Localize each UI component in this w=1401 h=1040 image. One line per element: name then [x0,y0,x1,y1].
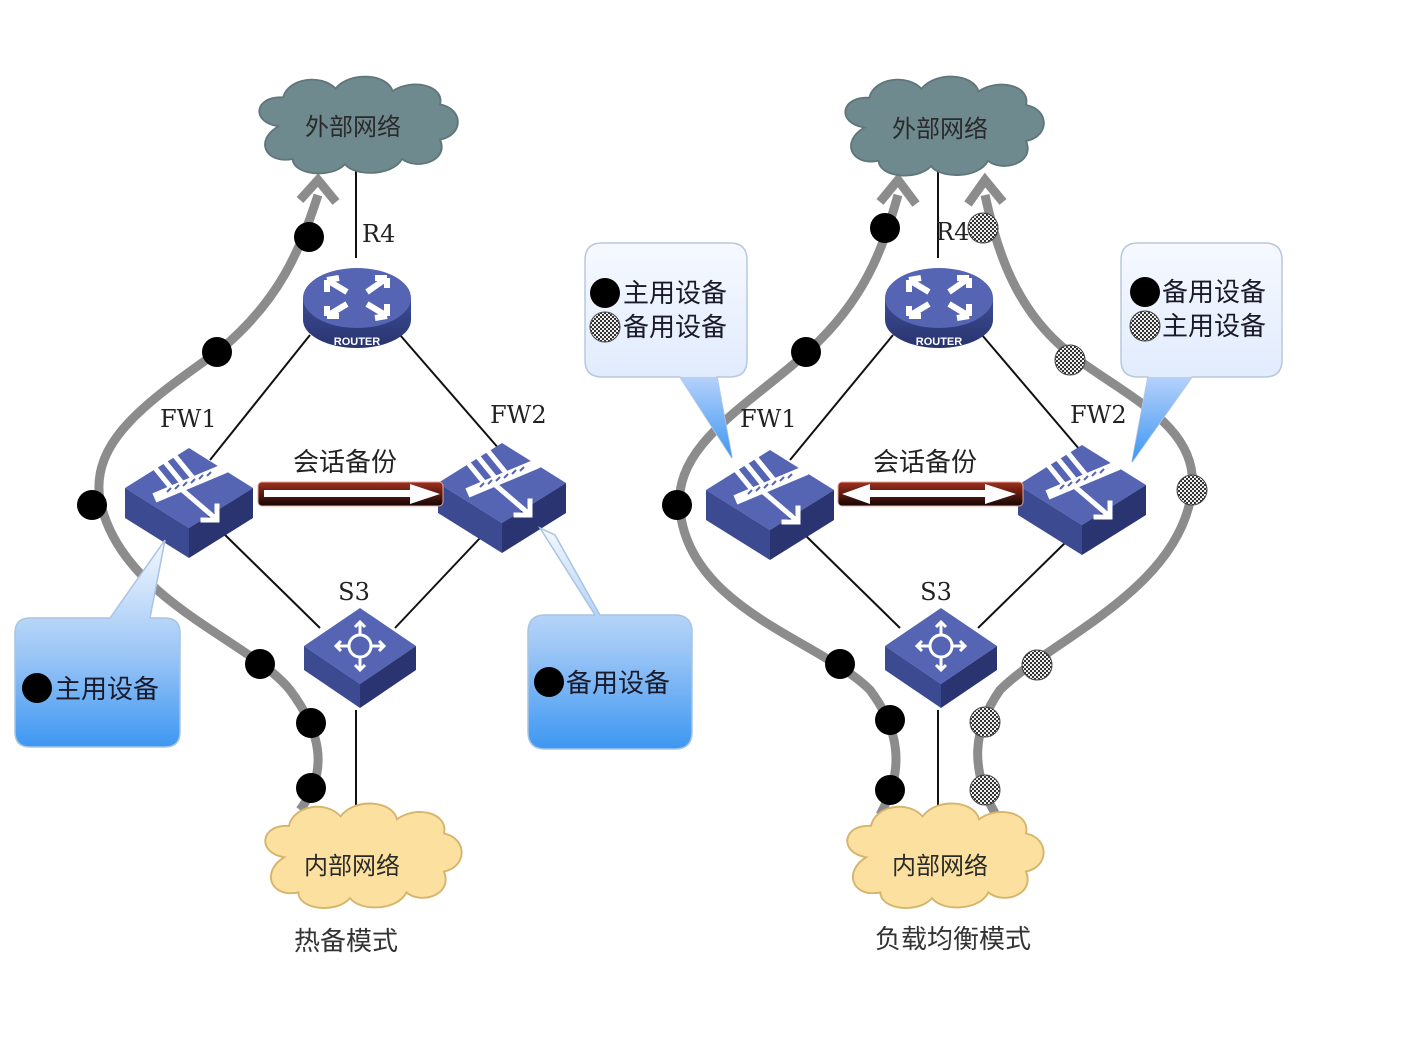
link-router-fw1 [209,334,311,461]
solid-marker-legend [590,278,620,308]
external-network-label: 外部网络 [305,113,401,141]
session-sync-arrow [257,481,444,507]
hatched-marker [1054,344,1086,376]
firewall-fw2-icon [1018,445,1146,555]
link-router-fw1 [789,334,894,461]
session-backup-label: 会话备份 [873,448,977,478]
fw1-label: FW1 [740,405,797,433]
switch-label: S3 [338,578,370,606]
router-label: R4 [936,218,969,246]
solid-marker [875,775,905,805]
solid-marker [296,708,326,738]
firewall-fw1-icon [125,448,253,558]
solid-marker [825,649,855,679]
router-text: ROUTER [916,336,963,348]
switch-label: S3 [920,578,952,606]
callout-fw2-entry-1: 备用设备 [1162,278,1266,308]
hatched-marker [1176,474,1208,506]
solid-marker [294,222,324,252]
callout-fw1: 主用设备 备用设备 [584,242,748,459]
path-arrowhead-icon [296,173,340,205]
hatched-marker [1021,649,1053,681]
link-router-fw2 [981,334,1081,451]
primary-path-markers [77,222,326,803]
solid-marker [870,213,900,243]
solid-marker [875,705,905,735]
callout-fw2-text: 备用设备 [566,669,670,699]
internal-network-label: 内部网络 [304,852,400,880]
fw2-path-markers [967,212,1208,806]
path-arrowhead-icon [876,172,920,207]
internal-network-label: 内部网络 [892,852,988,880]
solid-marker-legend [1130,277,1160,307]
fw1-path-markers [662,213,905,805]
callout-fw2-entry-2: 主用设备 [1162,312,1266,342]
hatched-marker-legend [1129,310,1161,342]
callout-fw1-entry-1: 主用设备 [623,279,727,309]
solid-marker-legend [22,673,52,703]
solid-marker [202,337,232,367]
hatched-marker [967,212,999,244]
session-backup-label: 会话备份 [293,448,397,478]
fw1-label: FW1 [160,405,217,433]
fw2-label: FW2 [1070,401,1127,429]
link-fw1-switch [804,534,901,629]
solid-marker [662,490,692,520]
hatched-marker-legend [589,311,621,343]
callout-fw1-text: 主用设备 [55,675,159,705]
link-fw1-switch [219,529,321,629]
solid-marker [791,337,821,367]
load-balancing-diagram: 外部网络 内部网络 R4 ROUTER FW1 FW2 会话备份 S3 [584,75,1283,955]
solid-marker [77,490,107,520]
external-network-label: 外部网络 [892,115,988,143]
hatched-marker [969,706,1001,738]
link-fw2-switch [977,539,1069,629]
router-text: ROUTER [334,336,381,348]
router-label: R4 [362,220,395,248]
session-sync-arrow-bidirectional [837,481,1024,507]
hatched-marker [969,774,1001,806]
callout-fw2: 备用设备 主用设备 [1120,242,1283,463]
link-fw2-switch [394,537,481,629]
solid-marker-legend [534,667,564,697]
solid-marker [245,649,275,679]
diagram-caption-load-balancing: 负载均衡模式 [875,925,1031,955]
path-arrowhead-icon [964,172,1007,207]
fw2-label: FW2 [490,401,547,429]
link-router-fw2 [399,334,501,451]
solid-marker [296,773,326,803]
callout-fw2: 备用设备 [527,526,693,750]
diagram-caption-hot-standby: 热备模式 [294,927,398,957]
switch-s3-icon [883,606,999,710]
hot-standby-diagram: 外部网络 内部网络 R4 ROUTER FW1 FW2 会话备份 S3 [14,75,693,957]
callout-fw1-entry-2: 备用设备 [623,313,727,343]
callout-fw1: 主用设备 [14,539,181,748]
